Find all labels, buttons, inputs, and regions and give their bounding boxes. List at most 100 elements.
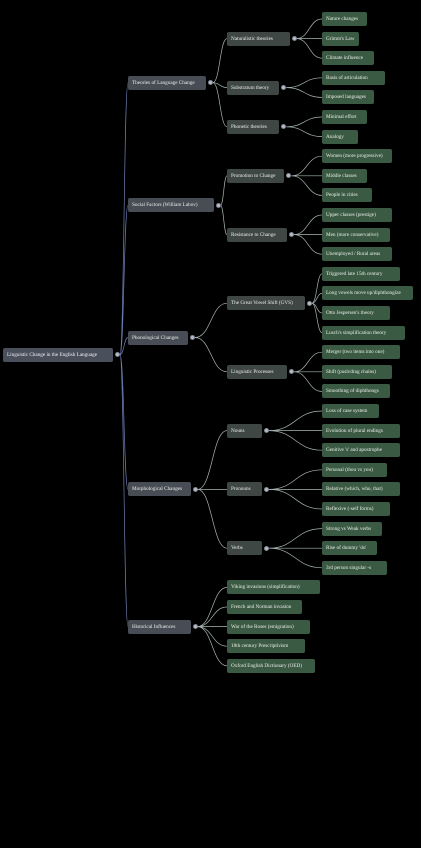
branch-node-naturalistic-theories[interactable]: Naturalistic theories [227,31,290,46]
leaf-node-upper-classes-prestige[interactable]: Upper classes (prestige) [322,208,393,222]
collapse-toggle-icon[interactable] [306,300,312,306]
leaf-node-reflexive-self-forms[interactable]: Reflexive (-self forms) [322,502,390,516]
leaf-node-merger-two-items-into-one[interactable]: Merger (two items into one) [322,345,400,360]
leaf-node-middle-classes[interactable]: Middle classes [322,168,367,183]
connector-line [291,175,323,196]
leaf-node-women-more-progressive[interactable]: Women (more progressive) [322,149,393,164]
connector-line [286,87,323,98]
leaf-node-18th-century-prescriptivism[interactable]: 18th century Prescriptivism [227,639,305,654]
leaf-node-climate-influence[interactable]: Climate influence [322,51,375,66]
leaf-node-evolution-of-plural-endings[interactable]: Evolution of plural endings [322,423,400,438]
connector-line [286,77,323,88]
connector-line [268,430,323,451]
connector-line [286,116,323,128]
connector-line [220,204,228,235]
collapse-toggle-icon[interactable] [192,624,198,630]
leaf-node-war-of-the-roses-emigration[interactable]: War of the Roses (emigration) [227,619,310,634]
leaf-node-rise-of-dummy-do[interactable]: Rise of dummy 'do' [322,541,377,556]
leaf-node-otto-jespersen-s-theory[interactable]: Otto Jespersen's theory [322,306,390,320]
branch-node-linguistic-processes[interactable]: Linguistic Processes [227,364,287,379]
collapse-toggle-icon[interactable] [263,428,269,434]
connector-line [197,626,228,667]
connector-line [197,587,228,627]
branch-node-nouns[interactable]: Nouns [227,423,262,438]
collapse-toggle-icon[interactable] [291,36,297,42]
branch-node-pronouns[interactable]: Pronouns [227,482,262,497]
branch-node-historical-influences[interactable]: Historical Influences [128,619,191,634]
leaf-node-smoothing-of-diphthongs[interactable]: Smoothing of diphthongs [322,384,390,399]
connector-line [268,410,323,431]
collapse-toggle-icon[interactable] [207,80,213,86]
connector-line [119,354,129,627]
connector-line [268,489,323,510]
leaf-node-nature-changes[interactable]: Nature changes [322,12,367,26]
branch-node-the-great-vowel-shift-gvs[interactable]: The Great Vowel Shift (GVS) [227,296,305,311]
connector-line [268,469,323,490]
collapse-toggle-icon[interactable] [115,352,120,358]
leaf-node-viking-invasions-simplification[interactable]: Viking invasions (simplification) [227,580,321,595]
connector-line [286,126,323,137]
leaf-node-analogy[interactable]: Analogy [322,129,358,144]
connector-line [119,82,129,355]
leaf-node-3rd-person-singular-s[interactable]: 3rd person singular -s [322,560,388,575]
connector-line [212,82,228,88]
connector-line [311,273,323,304]
connector-line [197,430,228,490]
leaf-node-grimm-s-law[interactable]: Grimm's Law [322,31,360,46]
collapse-toggle-icon[interactable] [289,369,294,375]
connector-line [197,606,228,627]
connector-line [293,234,323,255]
leaf-node-people-in-cities[interactable]: People in cities [322,188,372,203]
connector-line [212,38,228,84]
collapse-toggle-icon[interactable] [289,232,294,238]
connector-line [293,351,323,373]
collapse-toggle-icon[interactable] [281,85,287,91]
connector-line [293,371,323,392]
leaf-node-strong-vs-weak-verbs[interactable]: Strong vs Weak verbs [322,521,382,536]
connector-line [119,354,129,490]
leaf-node-basis-of-articulation[interactable]: Basis of articulation [322,70,385,85]
branch-node-theories-of-language-change[interactable]: Theories of Language Change [128,75,206,90]
leaf-node-lusch-s-simplification-theory[interactable]: Lusch's simplification theory [322,325,405,340]
collapse-toggle-icon[interactable] [192,486,198,492]
branch-node-promotion-to-change[interactable]: Promotion to Change [227,168,285,183]
connector-line [296,18,323,39]
connector-line [212,82,228,128]
leaf-node-imposed-languages[interactable]: Imposed languages [322,90,375,105]
leaf-node-personal-thou-vs-you[interactable]: Personal (thou vs you) [322,462,388,477]
connector-line [268,528,323,549]
connector-line [119,337,129,355]
branch-node-phonetic-theories[interactable]: Phonetic theories [227,119,280,134]
branch-node-substratum-theory[interactable]: Substratum theory [227,80,280,95]
branch-node-phonological-changes[interactable]: Phonological Changes [128,330,188,345]
leaf-node-unemployed-rural-areas[interactable]: Unemployed / Rural areas [322,247,393,262]
connector-line [268,547,323,569]
leaf-node-minimal-effort[interactable]: Minimal effort [322,110,367,124]
leaf-node-loss-of-case-system[interactable]: Loss of case system [322,404,380,418]
root-node[interactable]: Linguistic Change in the English Languag… [3,347,113,362]
leaf-node-oxford-english-dictionary-oed[interactable]: Oxford English Dictionary (OED) [227,658,316,673]
connector-line [220,175,228,206]
collapse-toggle-icon[interactable] [190,335,195,340]
connector-line [311,293,323,304]
connector-line [291,155,323,177]
leaf-node-shift-push-drag-chains[interactable]: Shift (push/drag chains) [322,364,393,379]
leaf-node-men-more-conservative[interactable]: Men (more conservative) [322,227,390,242]
leaf-node-triggered-late-15th-century[interactable]: Triggered late 15th century [322,266,400,281]
connector-line [296,38,323,59]
leaf-node-long-vowels-move-up-diphthongize[interactable]: Long vowels move up/diphthongize [322,286,413,301]
collapse-toggle-icon[interactable] [263,545,269,551]
collapse-toggle-icon[interactable] [215,202,221,208]
collapse-toggle-icon[interactable] [286,173,292,179]
collapse-toggle-icon[interactable] [263,486,269,492]
branch-node-morphological-changes[interactable]: Morphological Changes [128,482,191,497]
leaf-node-french-and-norman-invasion[interactable]: French and Norman invasion [227,600,303,614]
connector-line [197,489,228,549]
leaf-node-relative-which-who-that[interactable]: Relative (which, who, that) [322,482,400,497]
branch-node-verbs[interactable]: Verbs [227,541,262,556]
branch-node-resistance-to-change[interactable]: Resistance to Change [227,227,287,242]
collapse-toggle-icon[interactable] [281,124,287,130]
leaf-node-genitive-s-and-apostrophe[interactable]: Genitive 's' and apostrophe [322,443,400,458]
branch-node-social-factors-william-labov[interactable]: Social Factors (William Labov) [128,198,214,213]
